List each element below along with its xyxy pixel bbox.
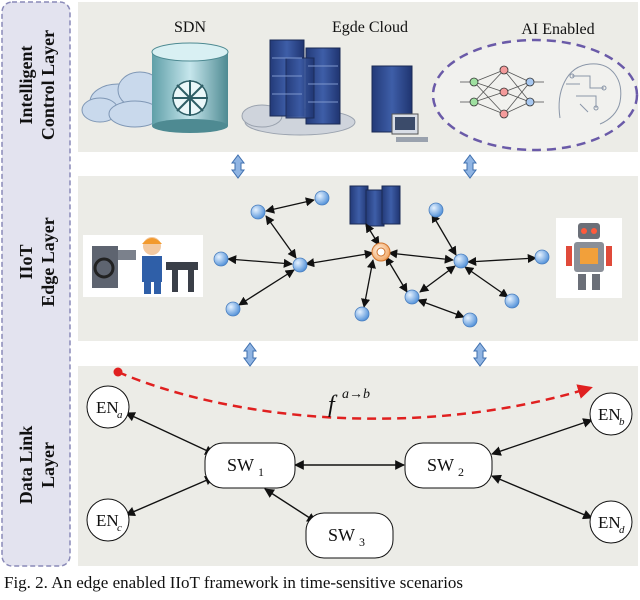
end-node-a: EN a — [86, 385, 130, 429]
sdn-controller-icon — [151, 42, 229, 133]
edge-node — [314, 190, 330, 206]
server-rack-icon — [269, 39, 341, 125]
edge-node — [292, 257, 308, 273]
switch-1: SW 1 — [204, 442, 296, 489]
edge-node — [225, 301, 241, 317]
flow-path — [117, 370, 593, 420]
svg-text:SW: SW — [427, 455, 454, 475]
edge-center-node — [371, 242, 391, 262]
layer-sidebar — [1, 1, 71, 567]
svg-text:d: d — [619, 524, 625, 536]
svg-text:3: 3 — [359, 535, 365, 549]
edge-nodes — [213, 190, 550, 328]
edge-node — [428, 202, 444, 218]
ai-enabled-label: AI Enabled — [521, 21, 594, 38]
cloud-icon — [81, 71, 163, 128]
flow-label-superscript: a→b — [342, 387, 370, 402]
svg-text:a: a — [117, 409, 123, 421]
edge-layer-label-line2: Edge Layer — [38, 217, 58, 307]
figure-caption: Fig. 2. An edge enabled IIoT framework i… — [4, 573, 463, 592]
end-node-c: EN c — [86, 498, 130, 542]
svg-text:b: b — [619, 416, 625, 428]
edge-node — [354, 306, 370, 322]
edge-node — [453, 253, 469, 269]
svg-text:SW: SW — [328, 525, 355, 545]
control-layer-label-line2: Control Layer — [38, 30, 58, 140]
factory-worker-image — [83, 235, 203, 297]
edge-node — [250, 204, 266, 220]
data-links — [125, 412, 593, 523]
edge-server-icon — [349, 185, 401, 227]
data-layer-label-line2: Layer — [38, 442, 58, 488]
switch-3: SW 3 — [305, 512, 394, 559]
control-layer-label-line1: Intelligent — [16, 45, 36, 124]
edge-node — [534, 249, 550, 265]
robot-head-icon — [558, 63, 622, 125]
data-layer-label-line1: Data Link — [16, 426, 36, 505]
svg-text:2: 2 — [458, 465, 464, 479]
sdn-label: SDN — [174, 19, 206, 36]
svg-text:EN: EN — [598, 513, 621, 532]
svg-text:SW: SW — [227, 455, 254, 475]
svg-text:EN: EN — [96, 511, 119, 530]
robot-image — [556, 218, 622, 298]
ai-region — [431, 38, 639, 152]
workstation-icon — [371, 65, 428, 142]
svg-text:EN: EN — [598, 405, 621, 424]
neural-network-nodes — [469, 65, 535, 119]
flow-source-dot — [113, 367, 123, 377]
svg-text:c: c — [117, 522, 122, 534]
end-node-d: EN d — [589, 500, 633, 544]
svg-text:1: 1 — [258, 465, 264, 479]
edge-node — [462, 312, 478, 328]
neural-network-icon — [460, 69, 544, 115]
flow-label: f — [328, 392, 338, 418]
edge-node — [213, 251, 229, 267]
edge-layer-label-line1: IIoT — [16, 244, 36, 279]
svg-text:EN: EN — [96, 398, 119, 417]
edge-links — [227, 197, 537, 319]
switch-2: SW 2 — [404, 442, 493, 489]
end-node-b: EN b — [589, 392, 633, 436]
edge-cloud-label: Egde Cloud — [332, 19, 408, 36]
edge-node — [504, 293, 520, 309]
up-down-arrow-icon — [231, 154, 487, 367]
edge-node — [404, 289, 420, 305]
